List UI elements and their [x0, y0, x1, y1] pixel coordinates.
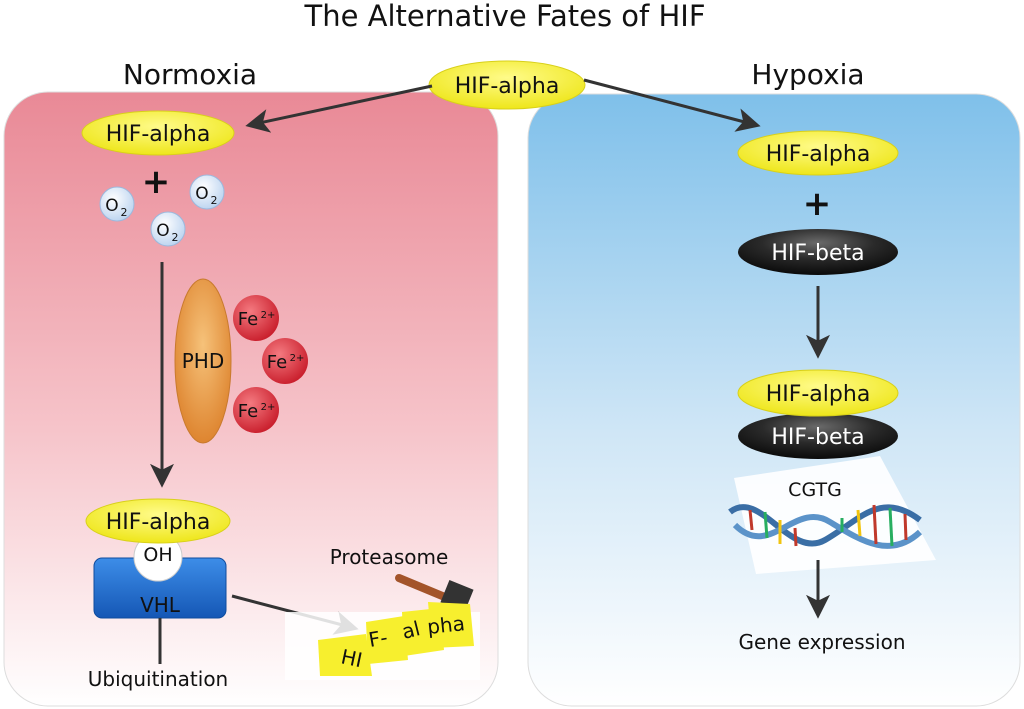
dna-sequence-label: CGTG [788, 479, 842, 501]
o2-molecule-left: O 2 [99, 186, 135, 222]
oh-label: OH [143, 544, 172, 566]
hif-complex-alpha-label: HIF-alpha [766, 382, 871, 407]
svg-text:O: O [105, 196, 118, 216]
o2-molecule-right: O 2 [189, 174, 225, 210]
gene-expression-label: Gene expression [738, 630, 905, 654]
phd-enzyme: PHD [174, 278, 232, 444]
arrow-to-hypoxia [583, 78, 761, 132]
center-hif-alpha: HIF-alpha [428, 60, 586, 110]
degraded-hif-fragments: HI F- al pha [285, 602, 480, 680]
svg-text:2: 2 [172, 231, 179, 244]
normoxia-hif-alpha-bottom: HIF-alpha [85, 498, 231, 544]
hypoxia-hif-beta-label: HIF-beta [771, 241, 864, 266]
fragment-text-3: al [399, 616, 422, 644]
fragment-text-2: F- [367, 625, 390, 652]
plus-icon: + [142, 162, 171, 202]
fragment-1 [318, 634, 372, 676]
fragment-text-1: HI [339, 644, 364, 672]
normoxia-hif-alpha-top-label: HIF-alpha [106, 122, 211, 147]
svg-text:2: 2 [121, 206, 128, 219]
normoxia-hif-alpha-top: HIF-alpha [81, 110, 235, 156]
svg-text:2+: 2+ [261, 310, 276, 321]
normoxia-hif-alpha-bottom-label: HIF-alpha [106, 510, 211, 535]
hypoxia-hif-alpha-top-label: HIF-alpha [766, 142, 871, 167]
hif-complex: HIF-beta HIF-alpha [737, 369, 899, 459]
svg-text:Fe: Fe [267, 352, 287, 373]
fragment-4 [428, 602, 474, 648]
hypoxia-heading: Hypoxia [751, 58, 864, 91]
vhl-complex: OH VHL [93, 532, 227, 619]
proteasome-label: Proteasome [330, 545, 449, 569]
svg-text:2+: 2+ [261, 402, 276, 413]
fragment-text-4: pha [426, 611, 466, 639]
normoxia-heading: Normoxia [123, 58, 257, 91]
svg-text:2: 2 [211, 194, 218, 207]
center-hif-alpha-label: HIF-alpha [455, 74, 560, 99]
fe-ion-2: Fe 2+ [262, 338, 308, 384]
vhl-label: VHL [140, 593, 181, 617]
svg-text:O: O [195, 184, 208, 204]
dna-helix-icon [728, 504, 923, 549]
phd-label: PHD [182, 349, 225, 373]
fragment-2 [366, 616, 408, 664]
o2-molecule-bottom: O 2 [150, 211, 186, 247]
fe-ion-3: Fe 2+ [233, 387, 279, 433]
hif-complex-beta-label: HIF-beta [771, 425, 864, 450]
fe-ion-1: Fe 2+ [233, 295, 279, 341]
svg-text:Fe: Fe [238, 401, 258, 422]
hypoxia-hif-alpha-top: HIF-alpha [737, 130, 899, 176]
ubiquitination-label: Ubiquitination [88, 667, 228, 691]
arrow-to-normoxia [245, 84, 433, 133]
hypoxia-hif-beta: HIF-beta [738, 229, 898, 275]
svg-text:O: O [156, 221, 169, 241]
svg-text:2+: 2+ [290, 353, 305, 364]
svg-text:Fe: Fe [238, 309, 258, 330]
diagram-title: The Alternative Fates of HIF [303, 0, 705, 33]
plus-icon: + [803, 184, 832, 224]
